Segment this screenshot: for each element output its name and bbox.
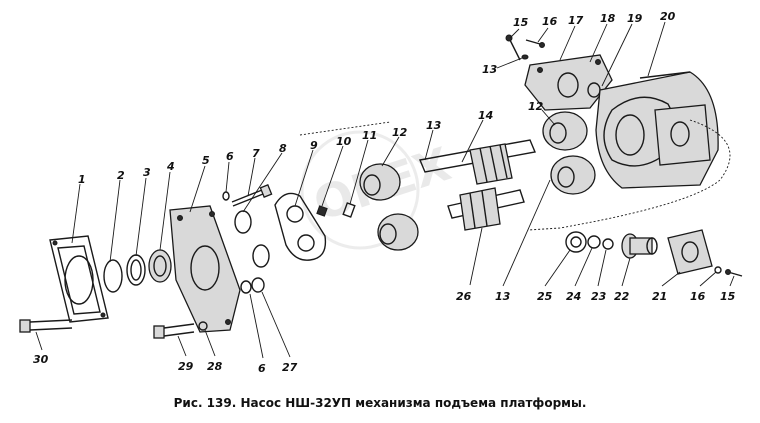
part-16-washer-lower bbox=[714, 266, 722, 274]
part-13-bushing-right bbox=[550, 155, 596, 195]
part-5-cover bbox=[169, 205, 241, 333]
part-12-bushing-left bbox=[359, 163, 419, 251]
callout-5: 5 bbox=[202, 154, 210, 167]
callout-18: 18 bbox=[600, 12, 616, 25]
part-10-key bbox=[316, 205, 328, 217]
part-4-seal bbox=[148, 249, 172, 283]
part-13-driven-gear bbox=[447, 187, 525, 231]
part-23-ring bbox=[602, 238, 614, 250]
callout-2: 2 bbox=[117, 169, 125, 182]
part-20-pump-body bbox=[595, 71, 719, 189]
callout-17: 16 bbox=[542, 15, 558, 28]
part-1-gasket bbox=[49, 235, 109, 323]
part-3-ring bbox=[126, 254, 146, 286]
callout-23: 23 bbox=[591, 290, 607, 303]
part-28-washer bbox=[198, 321, 208, 331]
callout-29: 29 bbox=[178, 360, 194, 373]
callout-24: 24 bbox=[566, 290, 581, 303]
callout-13-left: 13 bbox=[426, 119, 442, 132]
callout-28: 28 bbox=[207, 360, 223, 373]
part-24-ring bbox=[587, 235, 601, 249]
callout-26: 26 bbox=[456, 290, 472, 303]
callout-30: 30 bbox=[33, 353, 49, 366]
callout-9: 9 bbox=[310, 139, 318, 152]
part-6-washer-lower bbox=[240, 280, 252, 294]
part-14-drive-gear bbox=[419, 139, 536, 185]
callout-27: 27 bbox=[282, 361, 298, 374]
figure-caption: Рис. 139. Насос НШ-32УП механизма подъем… bbox=[173, 396, 587, 410]
part-6-washer-upper bbox=[222, 191, 230, 201]
callout-25: 25 bbox=[537, 290, 553, 303]
part-17-washer bbox=[525, 39, 545, 48]
part-15-bolt-upper bbox=[505, 34, 521, 61]
part-16-washer-upper bbox=[521, 54, 529, 60]
callout-16-lower: 16 bbox=[690, 290, 706, 303]
part-9-plate bbox=[274, 192, 327, 261]
callout-10: 10 bbox=[336, 135, 352, 148]
callout-15-upper: 15 bbox=[513, 16, 529, 29]
callout-15-lower: 15 bbox=[720, 290, 736, 303]
part-22-fitting bbox=[621, 233, 658, 259]
callout-8: 8 bbox=[279, 142, 287, 155]
callout-12-right: 12 bbox=[528, 100, 544, 113]
callout-19: 19 bbox=[627, 12, 643, 25]
callout-6: 6 bbox=[226, 150, 234, 163]
part-27-ring bbox=[251, 277, 265, 293]
callout-14: 14 bbox=[478, 109, 493, 122]
callout-3: 3 bbox=[143, 166, 151, 179]
callout-20: 20 bbox=[660, 10, 676, 23]
part-11-key bbox=[342, 202, 356, 218]
part-29-bolt bbox=[153, 323, 195, 339]
callout-21: 21 bbox=[652, 290, 667, 303]
callout-16-top: 17 bbox=[568, 14, 584, 27]
callout-1: 1 bbox=[78, 173, 86, 186]
part-8-ring bbox=[234, 210, 270, 268]
part-15-bolt-lower bbox=[725, 269, 743, 277]
part-25-ring bbox=[565, 231, 587, 253]
callout-13-right: 13 bbox=[495, 290, 511, 303]
callout-6-lower: 6 bbox=[258, 362, 266, 375]
part-21-flange bbox=[667, 229, 713, 275]
callout-4: 4 bbox=[166, 160, 175, 173]
callout-11: 11 bbox=[362, 129, 377, 142]
callout-labels: 1 2 3 4 5 6 7 8 9 10 11 12 13 14 15 16 1… bbox=[33, 10, 736, 375]
callout-22: 22 bbox=[614, 290, 630, 303]
leader-lines bbox=[35, 21, 735, 359]
part-30-bolt bbox=[19, 319, 73, 333]
part-12-bushing-right bbox=[542, 111, 588, 151]
part-2-snap-ring bbox=[103, 259, 123, 293]
callout-16-upper: 13 bbox=[482, 63, 498, 76]
part-7-bolt bbox=[231, 184, 273, 207]
callout-12-left: 12 bbox=[392, 126, 408, 139]
callout-7: 7 bbox=[252, 147, 260, 160]
